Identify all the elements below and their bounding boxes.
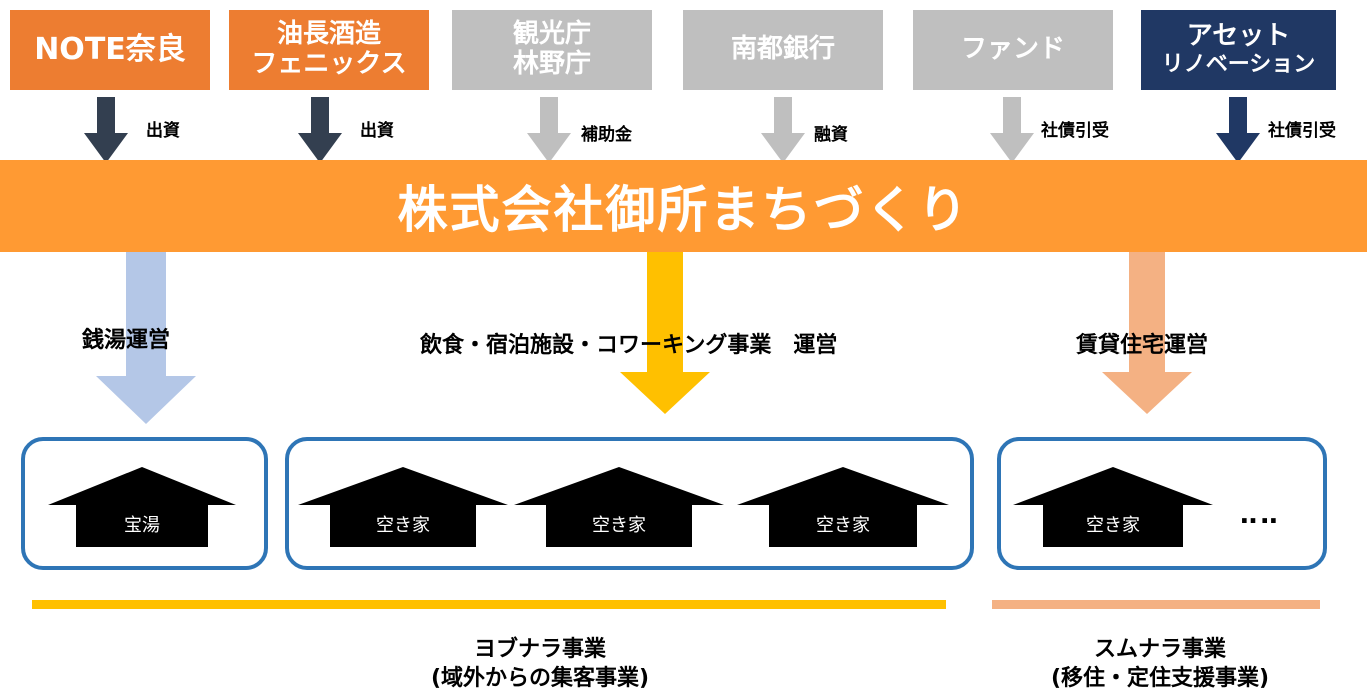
bond-arrow (1216, 97, 1260, 163)
funding-label: 融資 (814, 125, 848, 145)
house-icon: 空き家 (1013, 467, 1213, 547)
rental-operation-arrow (1102, 252, 1192, 414)
business-name: ヨブナラ事業 (473, 637, 606, 662)
house-label-vacant: 空き家 (376, 515, 430, 536)
house-shape (737, 467, 949, 547)
operation-label-bathhouse: 銭湯運営 (82, 328, 171, 353)
funding-label: 出資 (360, 121, 394, 141)
loan-arrow (761, 97, 805, 163)
vacant-house-group-box (285, 437, 974, 570)
funder-name-line-1: 観光庁 (512, 19, 591, 50)
investment-arrow (298, 97, 342, 163)
funding-label: 出資 (146, 121, 180, 141)
house-label-bathhouse: 宝湯 (124, 515, 160, 536)
bond-arrow (990, 97, 1034, 163)
house-shape (1013, 467, 1213, 547)
company-name: 株式会社御所まちづくり (397, 181, 970, 239)
house-icon: 空き家 (514, 467, 724, 547)
more-properties-ellipsis: ‥‥ (1240, 500, 1281, 530)
funder-nanto-bank: 南都銀行 (683, 10, 883, 90)
operation-label-hospitality: 飲食・宿泊施設・コワーキング事業 運営 (420, 333, 838, 358)
funder-name-line-1: 油長酒造 (276, 19, 381, 50)
rental-group-box (997, 437, 1327, 570)
house-shape (298, 467, 508, 547)
funder-fund: ファンド (913, 10, 1113, 90)
house-icon: 空き家 (298, 467, 508, 547)
business-label-sumunara: スムナラ事業 (移住・定住支援事業) (1000, 636, 1320, 693)
funder-name-line-1: アセット (1186, 21, 1291, 52)
funder-name-line-2: フェニックス (251, 49, 407, 79)
funder-asset-renovation: アセット リノベーション (1141, 10, 1336, 90)
house-icon: 宝湯 (48, 467, 236, 547)
funder-tourism-forestry-agency: 観光庁 林野庁 (452, 10, 652, 90)
funder-name-line-2: 林野庁 (512, 49, 591, 79)
company-bar: 株式会社御所まちづくり (0, 160, 1367, 252)
yobunara-underline (32, 600, 946, 609)
funding-label: 社債引受 (1268, 121, 1336, 141)
house-label-vacant: 空き家 (816, 515, 870, 536)
business-description: (移住・定住支援事業) (1050, 665, 1270, 691)
sumunara-underline (992, 600, 1320, 609)
operation-label-rental: 賃貸住宅運営 (1076, 333, 1209, 358)
investment-arrow (84, 97, 128, 163)
subsidy-arrow (527, 97, 571, 163)
hospitality-operation-arrow (620, 252, 710, 414)
business-description: (域外からの集客事業) (430, 665, 650, 691)
bathhouse-operation-arrow (96, 252, 196, 424)
funder-yucho-shuzo: 油長酒造 フェニックス (229, 10, 429, 90)
house-icon: 空き家 (737, 467, 949, 547)
funder-name: 南都銀行 (730, 34, 835, 65)
house-shape (48, 467, 236, 547)
funder-name: ファンド (960, 34, 1065, 65)
funder-name: NOTE奈良 (34, 31, 186, 67)
house-label-vacant: 空き家 (592, 515, 646, 536)
funding-label: 社債引受 (1041, 121, 1109, 141)
funding-label: 補助金 (581, 125, 632, 145)
bathhouse-group-box (21, 437, 268, 570)
funder-note-nara: NOTE奈良 (10, 10, 210, 90)
house-label-vacant: 空き家 (1086, 515, 1140, 536)
business-name: スムナラ事業 (1093, 637, 1226, 662)
house-shape (514, 467, 724, 547)
business-label-yobunara: ヨブナラ事業 (域外からの集客事業) (390, 636, 690, 693)
funder-name-line-2: リノベーション (1161, 52, 1316, 78)
